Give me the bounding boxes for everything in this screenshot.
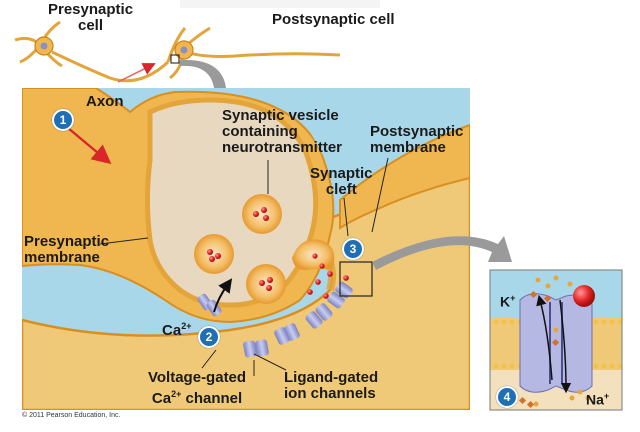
signal-direction-arrow (117, 63, 156, 83)
axon-line (51, 50, 170, 83)
synaptic-vesicle (242, 194, 282, 234)
calcium-charge: 2+ (181, 321, 192, 331)
postsynaptic-membrane-label: Postsynaptic membrane (370, 123, 464, 156)
axon-label: Axon (86, 93, 124, 110)
synaptic-cleft-label: Synaptic cleft (310, 165, 373, 198)
voltage-gated-line1: Voltage-gated (148, 369, 247, 386)
synaptic-vesicle (246, 264, 286, 304)
presynaptic-cell-label: Presynaptic cell (48, 1, 134, 34)
terminal-cytoplasm (145, 97, 319, 308)
leader-lines (99, 157, 389, 376)
potassium-efflux-arrow (536, 294, 553, 381)
action-potential-arrow (67, 127, 112, 165)
presynaptic-membrane-label: Presynaptic membrane (24, 233, 110, 266)
copyright-notice: © 2011 Pearson Education, Inc. (22, 412, 121, 419)
postsynaptic-dendrite (339, 123, 470, 230)
synapse-closeup (22, 88, 470, 410)
bound-neurotransmitter (573, 285, 595, 307)
synaptic-vesicles (194, 194, 335, 304)
zoom-box (339, 261, 373, 297)
neuron-overview (14, 0, 380, 83)
voltage-gated-channel-label: Voltage-gated Ca2+ channel (148, 370, 246, 407)
synaptic-vesicle-label: Synaptic vesicle containing neurotransmi… (222, 107, 343, 156)
fusing-vesicle (292, 239, 335, 270)
sodium-influx-arrow (559, 299, 572, 394)
synaptic-vesicle (194, 234, 234, 274)
inset-callout-arrow (372, 236, 512, 270)
presynaptic-cell-icon (14, 20, 63, 68)
step-3-badge: 3 (342, 238, 364, 260)
postsynaptic-cell-label: Postsynaptic cell (272, 11, 395, 28)
calcium-symbol: Ca (162, 322, 182, 339)
postsynaptic-cell-icon (166, 26, 341, 80)
step-1-badge: 1 (52, 109, 74, 131)
step-4-badge: 4 (496, 386, 518, 408)
voltage-gated-ca-channel (197, 293, 222, 317)
voltage-gated-line2: Ca2+ channel (151, 389, 243, 407)
calcium-ion-label: Ca2+ (162, 318, 191, 339)
ligand-gated-channels-label: Ligand-gated ion channels (284, 369, 379, 402)
potassium-ion-label: K+ (500, 293, 516, 310)
sodium-ion-label: Na+ (586, 391, 610, 408)
step-2-badge: 2 (198, 326, 220, 348)
calcium-entry-arrow (213, 278, 233, 313)
